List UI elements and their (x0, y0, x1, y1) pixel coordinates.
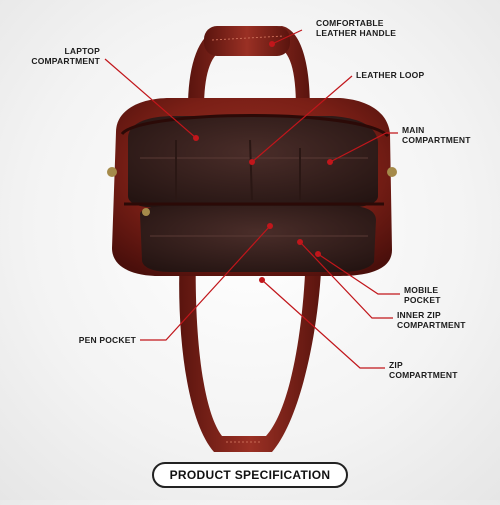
callout-line-handle (271, 29, 303, 45)
callout-line-main (329, 132, 398, 163)
callout-dots (193, 41, 333, 283)
callout-line-inner-zip (299, 241, 393, 319)
callout-line-zip (261, 279, 385, 369)
product-specification-button[interactable]: PRODUCT SPECIFICATION (152, 462, 348, 488)
callout-line-mobile (317, 253, 400, 295)
callout-line-laptop (104, 58, 197, 139)
shoulder-strap (179, 250, 322, 452)
leather-handle (188, 26, 310, 108)
label-leather-loop: LEATHER LOOP (356, 70, 425, 80)
callout-line-pen (140, 225, 271, 341)
label-pen-pocket: PEN POCKET (78, 335, 136, 345)
callout-line-loop (251, 75, 353, 163)
bag-body (107, 98, 397, 276)
callout-lines (104, 29, 400, 369)
